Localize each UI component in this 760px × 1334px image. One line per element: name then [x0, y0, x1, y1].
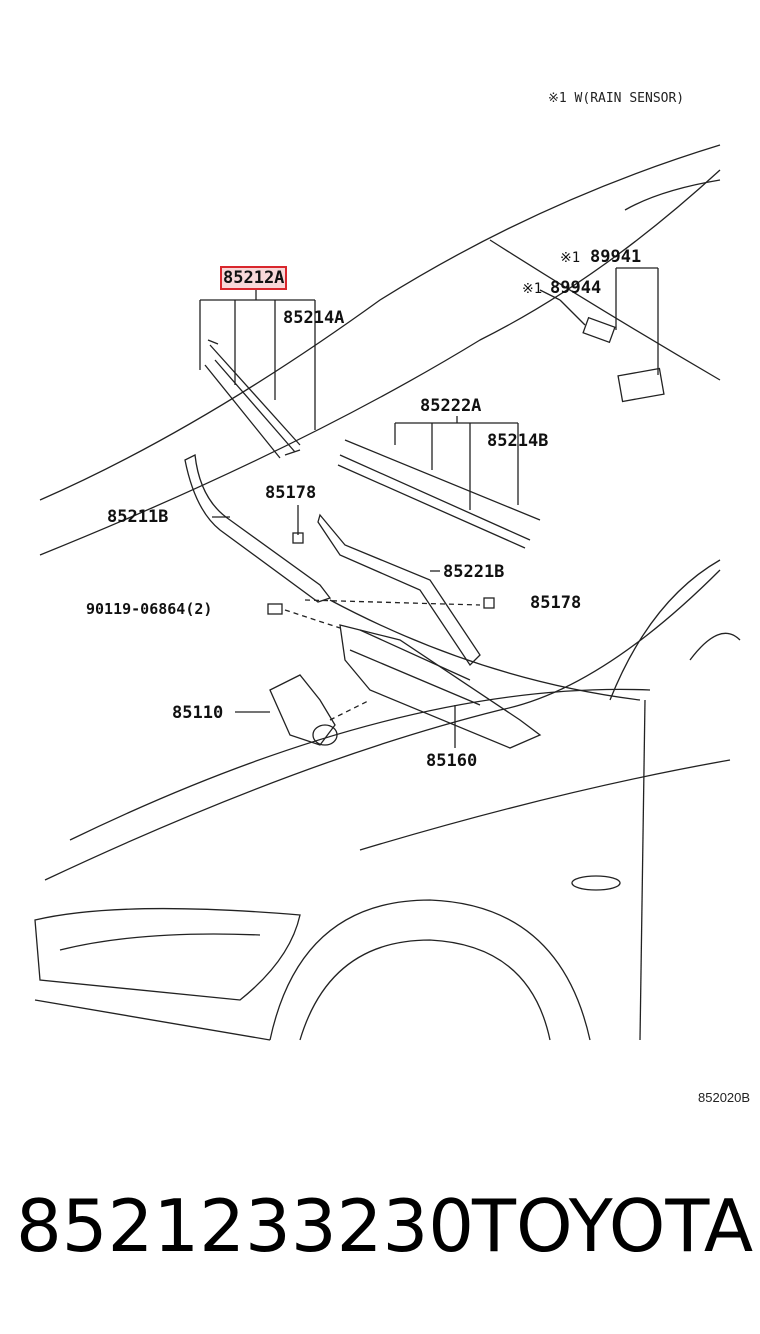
side-marker: [571, 875, 621, 891]
right-blade: [337, 439, 541, 549]
rain-sensor: [617, 367, 665, 403]
windshield-inner: [39, 169, 721, 556]
left-blade: [204, 344, 301, 459]
label-85214B[interactable]: 85214B: [487, 431, 549, 451]
link: [339, 624, 542, 749]
label-85211B[interactable]: 85211B: [107, 507, 169, 527]
body-lower: [34, 999, 271, 1041]
mark-89944: ※1: [522, 281, 543, 297]
highlighted-part[interactable]: 85212A: [219, 266, 288, 290]
wheel-arch-inner: [299, 939, 551, 1041]
label-85222A[interactable]: 85222A: [420, 396, 482, 416]
roof-edge: [624, 179, 721, 211]
rain-sensor-note: ※1 W(RAIN SENSOR): [548, 91, 685, 106]
right-arm: [317, 513, 481, 667]
brand-name: TOYOTA: [472, 1184, 754, 1268]
windshield-edge: [39, 144, 721, 501]
fender-line: [359, 759, 731, 851]
cowl-line: [329, 599, 641, 701]
label-89944[interactable]: 89944: [550, 278, 602, 298]
label-85221B[interactable]: 85221B: [443, 562, 505, 582]
label-85178-a[interactable]: 85178: [265, 483, 317, 503]
pillar: [609, 559, 721, 701]
label-90119-06864[interactable]: 90119-06864(2): [86, 600, 213, 618]
hood-line: [69, 688, 651, 841]
wheel-arch: [269, 899, 591, 1041]
mark-89941: ※1: [560, 250, 581, 266]
label-85214A[interactable]: 85214A: [283, 308, 345, 328]
hood-edge: [44, 569, 721, 881]
label-85178-b[interactable]: 85178: [530, 593, 582, 613]
label-89941[interactable]: 89941: [590, 247, 642, 267]
headlight: [59, 933, 261, 951]
motor: [269, 674, 336, 746]
pillar-2: [689, 632, 741, 661]
left-arm: [184, 454, 332, 603]
label-85110[interactable]: 85110: [172, 703, 224, 723]
part-number: 8521233230: [16, 1184, 475, 1268]
glass-line: [489, 239, 721, 381]
label-85212A[interactable]: 85212A: [219, 266, 288, 290]
rain-sensor-pad: [582, 316, 616, 344]
figure-code: 852020B: [698, 1090, 751, 1105]
label-85160[interactable]: 85160: [426, 751, 478, 771]
door-line: [639, 699, 646, 1041]
wiper-diagram: [34, 144, 741, 1041]
bumper: [34, 907, 301, 1001]
